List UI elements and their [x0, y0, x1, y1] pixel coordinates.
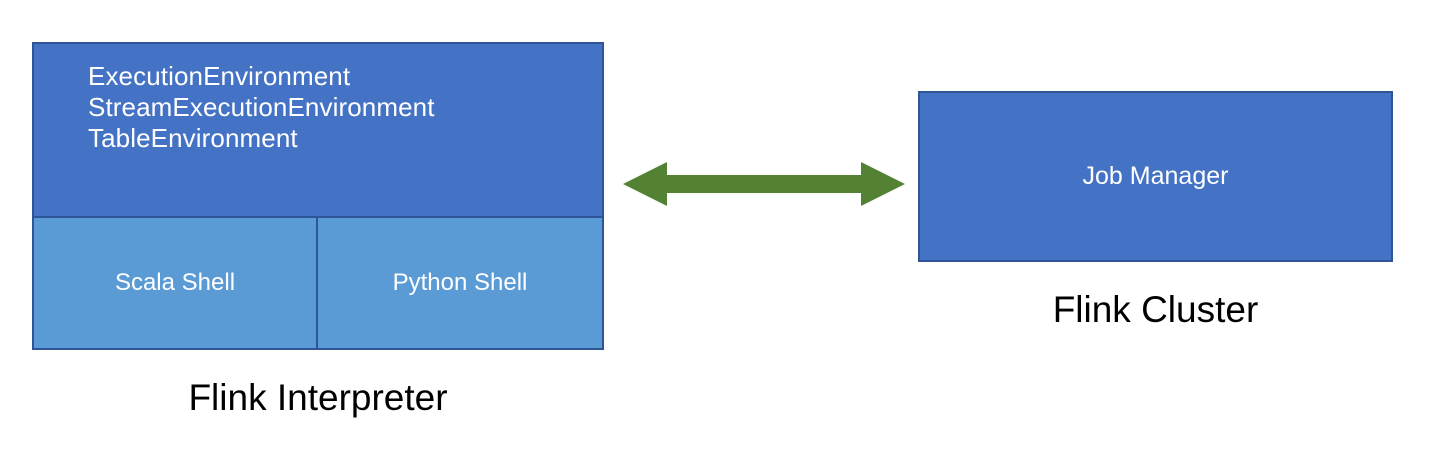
flink-interpreter-box: ExecutionEnvironment StreamExecutionEnvi… [32, 42, 604, 350]
env-line-table-environment: TableEnvironment [88, 123, 298, 153]
execution-environment-section: ExecutionEnvironment StreamExecutionEnvi… [34, 44, 602, 218]
env-line-execution-environment: ExecutionEnvironment [88, 61, 351, 91]
scala-shell-cell: Scala Shell [34, 218, 318, 348]
double-headed-arrow-icon [623, 162, 905, 206]
flink-interpreter-caption: Flink Interpreter [188, 377, 448, 418]
python-shell-cell: Python Shell [318, 218, 602, 348]
job-manager-box: Job Manager [918, 91, 1393, 262]
shell-section: Scala Shell Python Shell [34, 218, 602, 348]
env-line-stream-execution-environment: StreamExecutionEnvironment [88, 92, 435, 122]
flink-cluster-caption: Flink Cluster [1052, 289, 1259, 330]
